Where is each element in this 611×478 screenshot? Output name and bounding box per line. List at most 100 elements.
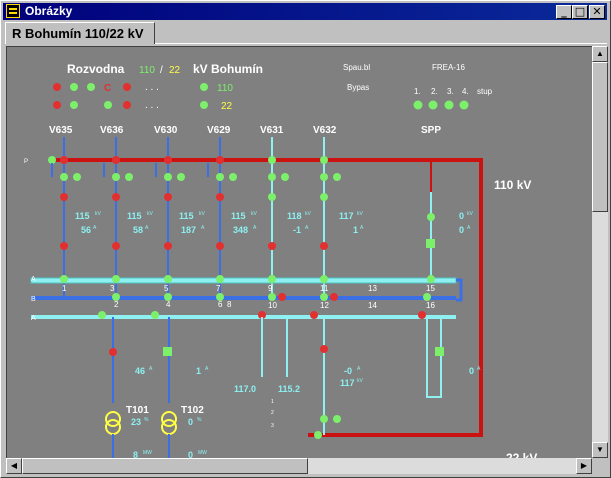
svg-text:kV: kV <box>467 211 474 217</box>
svg-text:1: 1 <box>271 399 274 405</box>
svg-text:12: 12 <box>320 301 329 310</box>
svg-text:9: 9 <box>268 284 273 293</box>
resize-corner[interactable] <box>592 458 608 474</box>
feeder-kv: 117 <box>339 211 354 221</box>
stup-num-2: 2. <box>431 87 438 96</box>
title-bar[interactable]: Obrázky _ □ ✕ <box>3 3 607 20</box>
horizontal-scrollbar[interactable]: ◀ ▶ <box>6 458 592 474</box>
svg-text:1: 1 <box>62 284 67 293</box>
spp-name: SPP <box>421 125 441 136</box>
svg-text:A: A <box>357 366 361 372</box>
svg-text:10: 10 <box>268 301 277 310</box>
svg-text:13: 13 <box>368 284 377 293</box>
feeder-amps: 58 <box>133 225 143 235</box>
svg-text:4: 4 <box>166 300 171 309</box>
svg-text:A: A <box>467 225 471 231</box>
svg-text:%: % <box>144 417 149 423</box>
scroll-down-button[interactable]: ▼ <box>592 442 608 458</box>
status-led <box>200 101 208 109</box>
scroll-up-button[interactable]: ▲ <box>592 46 608 62</box>
label-22kv: 22 kV <box>506 451 537 459</box>
bus-b <box>31 296 456 300</box>
svg-text:A: A <box>149 366 153 372</box>
header-rozvodna: Rozvodna <box>67 62 125 76</box>
status-led <box>53 101 61 109</box>
svg-text:MW: MW <box>198 450 207 456</box>
feeder-amps: 1 <box>353 225 358 235</box>
horizontal-scroll-thumb[interactable] <box>22 458 308 474</box>
header-kv-bohumin: kV Bohumín <box>193 62 263 76</box>
transformer-mw: 8 <box>133 450 138 459</box>
svg-text:%: % <box>197 417 202 423</box>
svg-text:kV: kV <box>95 211 102 217</box>
svg-text:A: A <box>205 366 209 372</box>
stup-num-1: 1. <box>414 87 421 96</box>
schematic-canvas: Rozvodna 110 / 22 kV Bohumín C . . . 110 <box>6 46 594 460</box>
feeder-kv: 115 <box>179 211 194 221</box>
window-title: Obrázky <box>25 4 73 18</box>
svg-text:0: 0 <box>469 366 474 376</box>
svg-text:3: 3 <box>271 423 274 429</box>
status-led <box>87 83 95 91</box>
maximize-button[interactable]: □ <box>572 5 588 19</box>
bus-a1 <box>30 277 457 284</box>
svg-text:A: A <box>145 225 149 231</box>
feeder-kv: 118 <box>287 211 302 221</box>
stup-num-3: 3. <box>447 87 454 96</box>
spau-label: Spau.bl <box>343 63 370 72</box>
status-led <box>70 83 78 91</box>
svg-text:11: 11 <box>320 284 329 293</box>
stup-led-4 <box>459 100 469 110</box>
spp-amps: 0 <box>459 225 464 235</box>
dots: . . . <box>145 82 159 93</box>
spp-kv: 0 <box>459 211 464 221</box>
svg-text:46: 46 <box>135 366 145 376</box>
feeder-kv: 115 <box>75 211 90 221</box>
feeder-name: V629 <box>207 125 231 136</box>
svg-text:A: A <box>253 225 257 231</box>
feeder-amps: -1 <box>293 225 301 235</box>
svg-text:A: A <box>360 225 364 231</box>
dots: . . . <box>145 100 159 111</box>
svg-text:14: 14 <box>368 301 377 310</box>
svg-text:kV: kV <box>357 378 364 384</box>
switch-row-top <box>60 156 435 250</box>
svg-text:kV: kV <box>251 211 258 217</box>
tab-r-bohumin[interactable]: R Bohumín 110/22 kV <box>5 22 155 44</box>
stup-led-1 <box>413 100 423 110</box>
vertical-scrollbar[interactable]: ▲ ▼ <box>592 46 608 458</box>
lower-nodes <box>109 345 444 439</box>
stup-led-3 <box>444 100 454 110</box>
status-led <box>123 101 131 109</box>
label-110kv: 110 kV <box>494 178 531 192</box>
svg-text:kV: kV <box>357 211 364 217</box>
transformer-t102-icon <box>161 411 177 427</box>
transformer-mw: 0 <box>188 450 193 459</box>
feeder-amps: 56 <box>81 225 91 235</box>
feeder-name: V635 <box>49 125 73 136</box>
svg-text:2: 2 <box>114 300 119 309</box>
svg-text:15: 15 <box>426 284 435 293</box>
vertical-scroll-thumb[interactable] <box>592 62 608 212</box>
scroll-right-button[interactable]: ▶ <box>576 458 592 474</box>
svg-text:6: 6 <box>218 300 223 309</box>
feeder-measurements: 115 115 115 115 118 117 0 56 58 187 348 … <box>75 211 464 235</box>
tab-divider <box>155 43 607 44</box>
svg-text:3: 3 <box>110 284 115 293</box>
svg-text:A: A <box>305 225 309 231</box>
header-slash: / <box>160 65 163 76</box>
svg-text:A: A <box>93 225 97 231</box>
status-led <box>123 83 131 91</box>
small-numbers: 1 2 3 <box>271 399 274 429</box>
scroll-left-button[interactable]: ◀ <box>6 458 22 474</box>
feeder-kv: 115 <box>127 211 142 221</box>
close-button[interactable]: ✕ <box>589 5 605 19</box>
svg-text:kV: kV <box>147 211 154 217</box>
stup-num-4: 4. <box>462 87 469 96</box>
svg-text:8: 8 <box>227 300 232 309</box>
bus-letter-b: B <box>31 296 36 303</box>
status-led <box>70 101 78 109</box>
minimize-button[interactable]: _ <box>556 5 572 19</box>
feeder-name: V632 <box>313 125 337 136</box>
